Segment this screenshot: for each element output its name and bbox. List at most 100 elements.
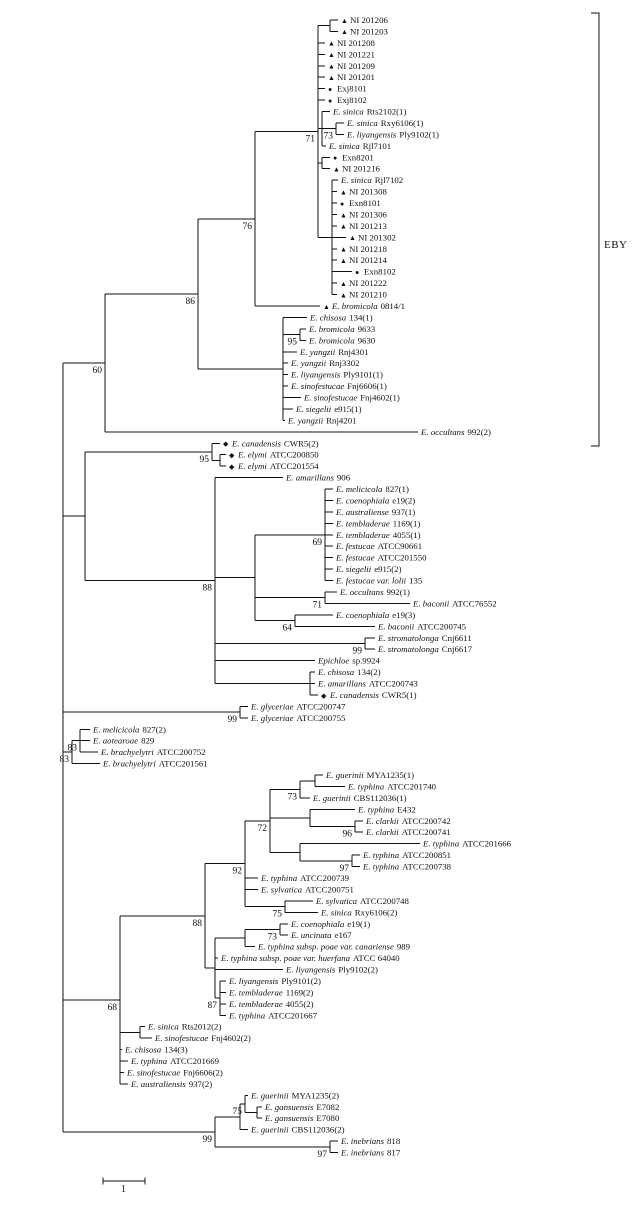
bootstrap-value: 73: [324, 132, 334, 142]
scale-bar-label: 1: [121, 1184, 126, 1195]
triangle-marker: ▲: [340, 291, 347, 299]
taxon-label: NI 201222: [349, 278, 387, 288]
taxon-label: NI 201218: [349, 244, 387, 254]
taxon-label: Exn8101: [349, 198, 381, 208]
bootstrap-value: 71: [306, 135, 316, 145]
triangle-marker: ▲: [328, 51, 335, 59]
taxon-label: Exn8102: [364, 267, 396, 277]
eby-clade-bracket: [591, 12, 600, 447]
bootstrap-value: 72: [258, 824, 268, 834]
bootstrap-value: 99: [353, 646, 363, 656]
triangle-marker: ▲: [349, 234, 356, 242]
triangle-marker: ▲: [340, 280, 347, 288]
bootstrap-value: 99: [228, 715, 238, 725]
diamond-marker: ◆: [229, 452, 235, 460]
bootstrap-value: 69: [313, 538, 323, 548]
bootstrap-value: 92: [233, 867, 243, 877]
taxon-label: NI 201201: [337, 72, 375, 82]
circle-marker: ●: [333, 154, 337, 162]
taxon-label: NI 201306: [349, 209, 387, 219]
triangle-marker: ▲: [328, 63, 335, 71]
diamond-marker: ◆: [321, 692, 327, 700]
bootstrap-value: 88: [193, 919, 203, 929]
bootstrap-value: 99: [203, 1135, 213, 1145]
triangle-marker: ▲: [341, 17, 348, 25]
bootstrap-value: 87: [208, 1001, 218, 1011]
bootstrap-value: 75: [233, 1107, 243, 1117]
bootstrap-value: 95: [200, 455, 210, 465]
triangle-marker: ▲: [341, 28, 348, 36]
bootstrap-value: 95: [288, 338, 298, 348]
circle-marker: ●: [340, 200, 344, 208]
scale-bar: [102, 1177, 146, 1185]
circle-marker: ●: [328, 85, 332, 93]
taxon-label: NI 201206: [350, 15, 388, 25]
taxon-label: Exj8102: [337, 95, 367, 105]
triangle-marker: ▲: [340, 246, 347, 254]
taxon-label: NI 201203: [350, 26, 388, 36]
taxon-label: Exj8101: [337, 84, 367, 94]
bootstrap-value: 97: [318, 1150, 328, 1160]
bootstrap-value: 96: [343, 830, 353, 840]
diamond-marker: ◆: [223, 440, 229, 448]
diamond-marker: ◆: [229, 463, 235, 471]
bootstrap-value: 73: [268, 932, 278, 942]
taxon-label: NI 201302: [358, 232, 396, 242]
triangle-marker: ▲: [333, 166, 340, 174]
bootstrap-value: 86: [186, 297, 196, 307]
